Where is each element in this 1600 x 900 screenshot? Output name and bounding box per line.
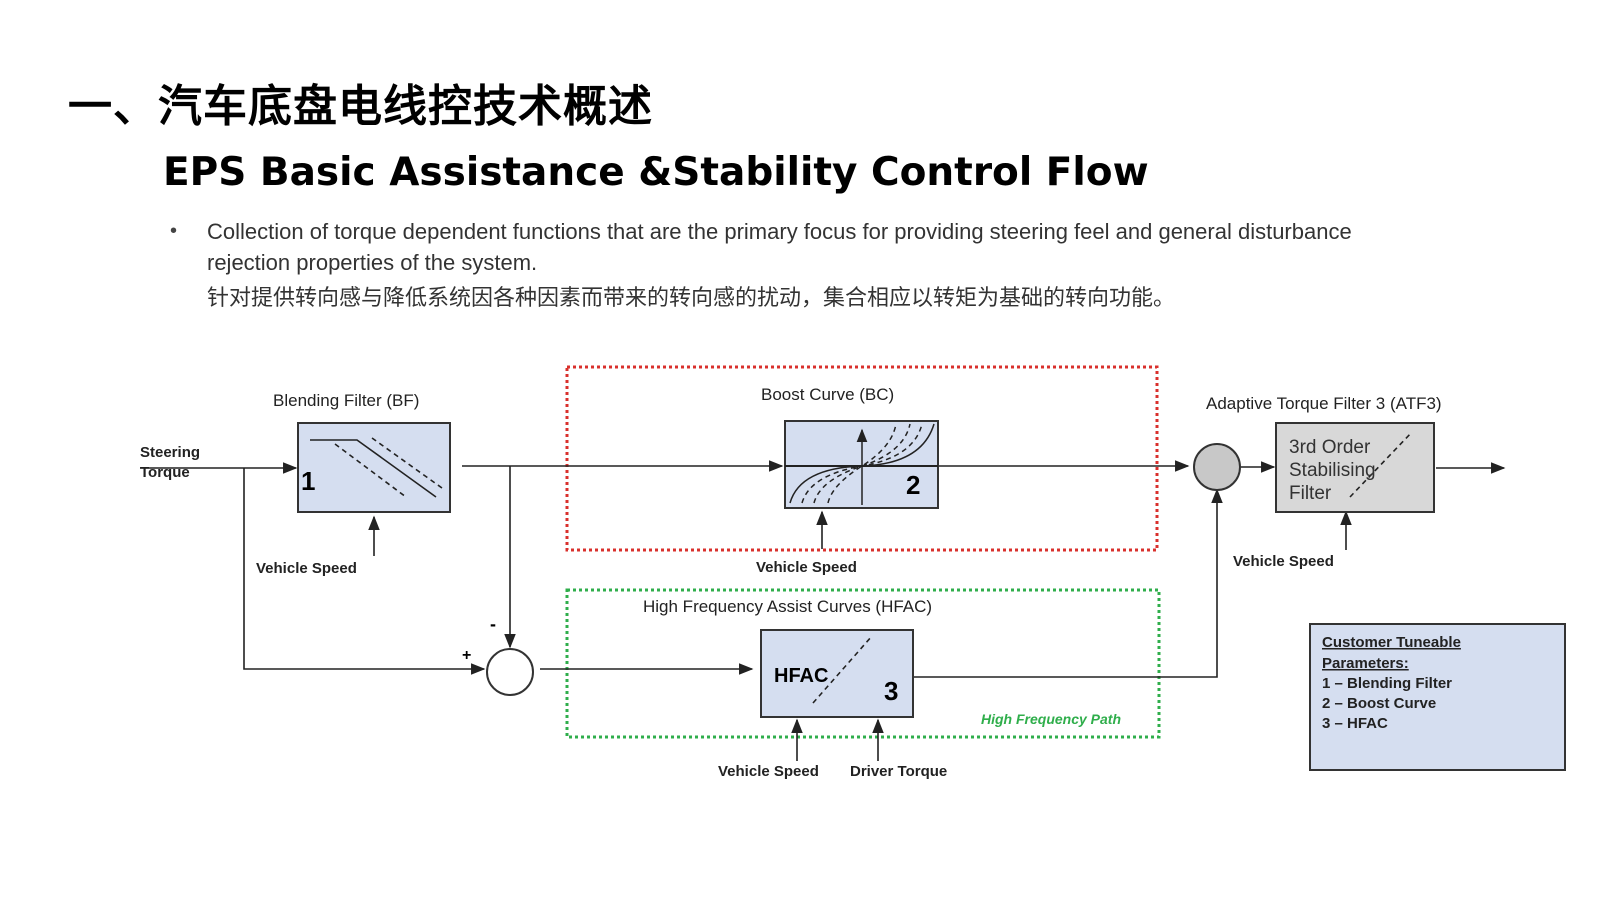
bc-speed-label: Vehicle Speed [756, 559, 857, 576]
atf3-line1: 3rd Order [1289, 437, 1371, 458]
page-subtitle: EPS Basic Assistance &Stability Control … [163, 150, 1149, 195]
bullet-chinese: 针对提供转向感与降低系统因各种因素而带来的转向感的扰动，集合相应以转矩为基础的转… [207, 285, 1176, 310]
hfac-box-text: HFAC [774, 665, 828, 687]
legend-heading-2: Parameters: [1322, 655, 1409, 672]
hfac-diagonal-icon [812, 635, 873, 704]
input-label-torque: Torque [140, 464, 190, 481]
hfac-speed-label: Vehicle Speed [718, 763, 819, 780]
atf3-speed-label: Vehicle Speed [1233, 553, 1334, 570]
atf3-line3: Filter [1289, 483, 1332, 504]
boost-curve-label: Boost Curve (BC) [761, 385, 894, 404]
hfac-to-sum-line [912, 488, 1223, 678]
summer-minus-sign: - [490, 614, 496, 634]
blending-filter-block [297, 422, 451, 513]
legend-heading-1: Customer Tuneable [1322, 634, 1461, 651]
boost-curve-icon [785, 423, 938, 505]
bullet-marker: • [170, 220, 178, 242]
bullet-english: Collection of torque dependent functions… [207, 219, 1352, 275]
high-frequency-group-frame [565, 588, 1161, 739]
boost-curve-group-frame [565, 365, 1159, 552]
hf-summing-junction [486, 648, 534, 696]
blending-filter-curve-icon [310, 437, 443, 498]
bf-speed-label: Vehicle Speed [256, 560, 357, 577]
output-summing-junction [1193, 443, 1241, 491]
hfac-block [760, 629, 914, 718]
atf3-block [1275, 422, 1435, 513]
legend-item-1: 1 – Blending Filter [1322, 675, 1452, 692]
atf3-line2: Stabilising [1289, 460, 1376, 481]
legend-item-2: 2 – Boost Curve [1322, 695, 1436, 712]
atf3-label: Adaptive Torque Filter 3 (ATF3) [1206, 394, 1442, 413]
hfac-driver-label: Driver Torque [850, 763, 947, 780]
boost-curve-number: 2 [906, 470, 920, 500]
hfac-number: 3 [884, 676, 898, 706]
input-label-steering: Steering [140, 444, 200, 461]
hfac-path-label: High Frequency Path [981, 711, 1121, 727]
feedforward-line [243, 468, 486, 675]
bullet-text: Collection of torque dependent functions… [207, 216, 1357, 313]
blending-filter-number: 1 [301, 466, 315, 496]
blending-filter-label: Blending Filter (BF) [273, 391, 419, 410]
legend-item-3: 3 – HFAC [1322, 715, 1388, 732]
summer-plus-sign: + [462, 647, 471, 664]
atf3-diagonal-icon [1349, 431, 1413, 498]
page-title: 一、汽车底盘电线控技术概述 [68, 81, 653, 132]
tuneable-parameters-legend [1309, 623, 1566, 771]
hfac-label: High Frequency Assist Curves (HFAC) [643, 597, 932, 616]
